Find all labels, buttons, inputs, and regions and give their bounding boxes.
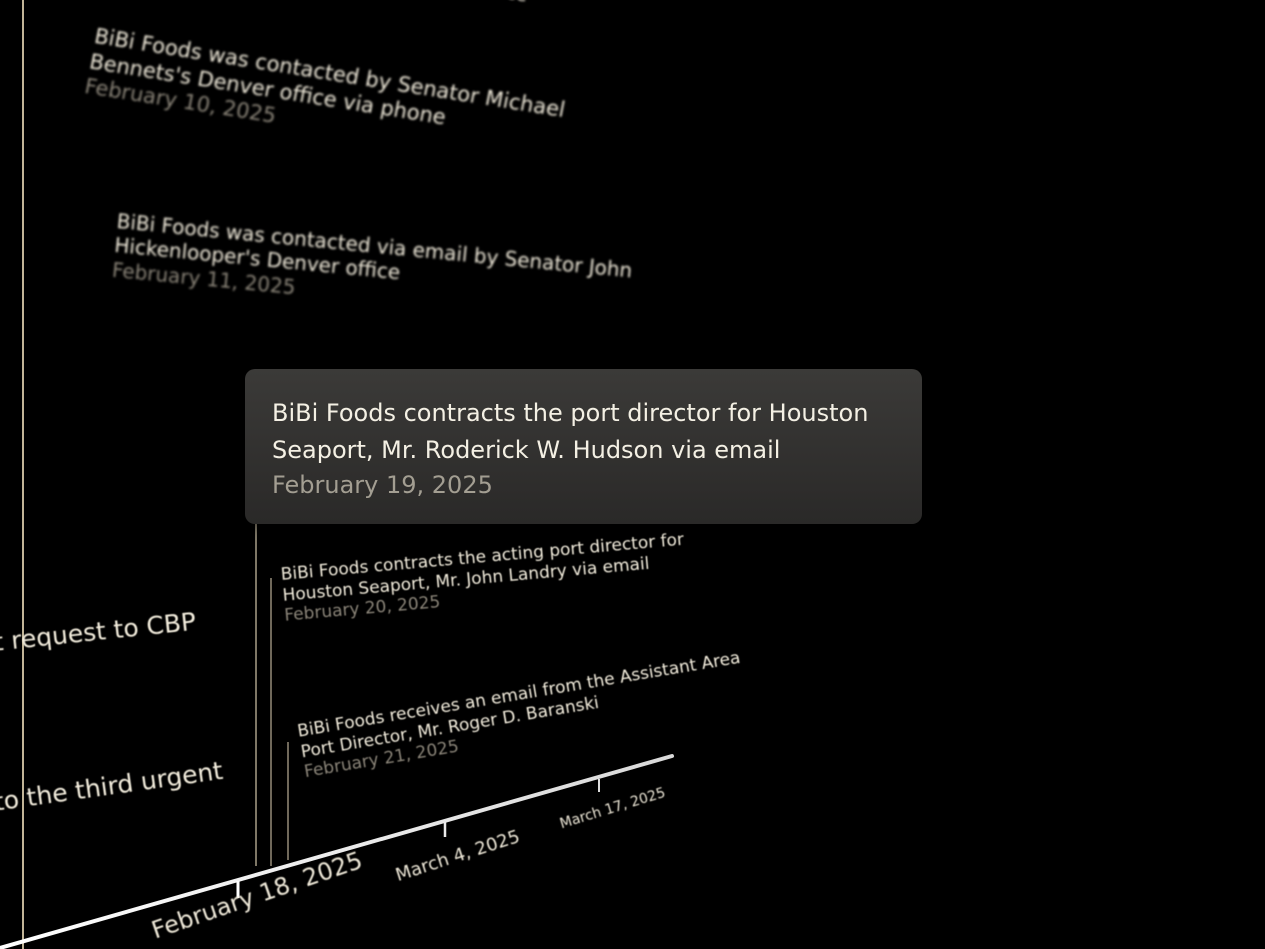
focused-event-title: BiBi Foods contracts the port director f… [272, 399, 869, 464]
focused-event-card[interactable]: BiBi Foods contracts the port director f… [245, 369, 922, 524]
time-axis [0, 754, 674, 949]
focused-event-date: February 19, 2025 [272, 471, 493, 499]
